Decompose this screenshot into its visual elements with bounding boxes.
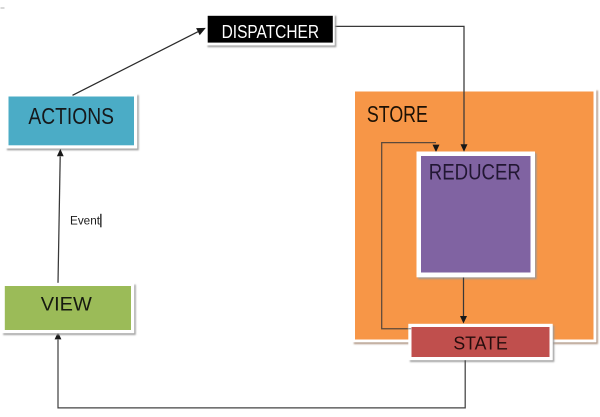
svg-text:VIEW: VIEW bbox=[41, 294, 93, 316]
svg-text:Event: Event bbox=[70, 216, 101, 228]
svg-text:DISPATCHER: DISPATCHER bbox=[222, 22, 319, 42]
svg-text:REDUCER: REDUCER bbox=[429, 160, 521, 185]
svg-text:STATE: STATE bbox=[453, 333, 508, 354]
svg-text:STORE: STORE bbox=[367, 101, 428, 127]
svg-text:ACTIONS: ACTIONS bbox=[28, 103, 114, 129]
